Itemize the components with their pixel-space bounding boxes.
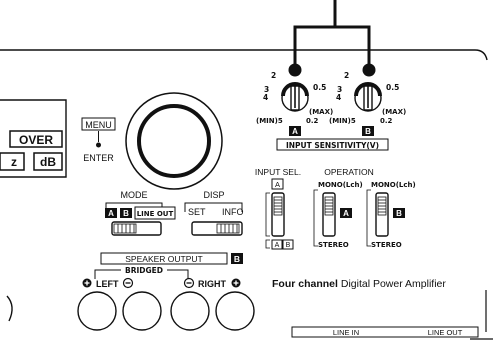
set-label: SET (188, 207, 206, 217)
callout-dot-a (288, 63, 302, 77)
operation-b-switch[interactable] (375, 192, 389, 237)
plus-icon-right (231, 278, 241, 288)
disp-bracket (184, 202, 243, 212)
line-labels-box (291, 326, 479, 338)
knob-a-scale-min: (MIN)5 (256, 117, 283, 125)
db-indicator (33, 152, 63, 171)
operation-b-bracket (366, 189, 371, 247)
operation-b-tag-box (393, 208, 405, 218)
mode-line-out-label: LINE OUT (137, 210, 174, 218)
input-sel-top: A (275, 180, 280, 189)
knob-b-scale-02: 0.2 (380, 117, 393, 125)
callout-bracket (293, 0, 371, 70)
input-sel-bracket-left (265, 192, 270, 237)
partial-connector (6, 295, 13, 322)
mode-tag-b-box (120, 208, 132, 218)
product-name: Four channel Digital Power Amplifier (272, 278, 446, 290)
bridged-label: BRIDGED (125, 266, 163, 275)
mode-slide-switch[interactable] (111, 221, 162, 236)
over-indicator (9, 130, 63, 148)
knob-b-scale-min: (MIN)5 (329, 117, 356, 125)
callout-dot-b (362, 63, 376, 77)
mode-label: MODE (121, 190, 148, 200)
mode-tag-b: B (123, 209, 129, 218)
jog-dial-inner-ring (137, 104, 211, 178)
right-label: RIGHT (198, 279, 227, 289)
line-in-label: LINE IN (333, 328, 359, 337)
menu-enter-led (96, 142, 101, 148)
operation-a-bracket (313, 189, 318, 247)
knob-b-scale-max: (MAX) (382, 108, 406, 116)
speaker-terminal-left-plus[interactable] (77, 291, 117, 331)
product-name-rest: Digital Power Amplifier (341, 278, 447, 290)
knob-a-scale-3: 3 (264, 85, 269, 94)
z-label: z (11, 155, 17, 169)
input-sel-bracket-bottom (265, 239, 270, 249)
display-frame (0, 99, 67, 178)
knob-b-tag-box (362, 126, 374, 136)
input-sel-bottom-b-box (282, 239, 294, 250)
input-sel-label: INPUT SEL. (255, 167, 301, 177)
mode-tag-a: A (108, 209, 114, 218)
input-sel-switch[interactable] (271, 192, 285, 237)
mode-line-out-box (134, 206, 176, 220)
knob-a-scale-02: 0.2 (306, 117, 319, 125)
menu-label: MENU (85, 120, 112, 130)
speaker-output-channel-box (231, 253, 243, 264)
operation-a-tag: A (343, 209, 349, 218)
sensitivity-title: INPUT SENSITIVITY(V) (286, 141, 379, 150)
speaker-terminal-left-minus[interactable] (122, 291, 162, 331)
knob-b-scale-05: 0.5 (386, 83, 399, 92)
operation-a-switch[interactable] (322, 192, 336, 237)
enter-label: ENTER (83, 153, 114, 163)
panel-outline (0, 49, 488, 61)
menu-label-box (81, 117, 116, 131)
over-label: OVER (19, 133, 53, 147)
sensitivity-knob-a[interactable] (281, 82, 309, 112)
input-sel-top-box (271, 178, 284, 190)
disp-slide-switch[interactable] (191, 221, 243, 236)
knob-b-scale-4: 4 (336, 93, 341, 102)
knob-b-scale-3: 3 (337, 85, 342, 94)
db-label: dB (40, 155, 56, 169)
info-label: INFO (222, 207, 244, 217)
left-label: LEFT (96, 279, 119, 289)
knob-a-scale-4: 4 (263, 93, 268, 102)
input-sel-bottom-a: A (275, 242, 280, 249)
disp-label: DISP (203, 190, 224, 200)
sensitivity-knob-b[interactable] (354, 82, 382, 112)
knob-b-tag: B (365, 127, 371, 136)
operation-b-mono: MONO(Lch) (371, 181, 416, 189)
product-name-bold: Four channel (272, 278, 338, 290)
operation-b-stereo: STEREO (371, 241, 402, 249)
operation-a-tag-box (340, 208, 352, 218)
knob-a-scale-max: (MAX) (309, 108, 333, 116)
operation-b-tag: B (396, 209, 402, 218)
knob-a-scale-2: 2 (271, 71, 276, 80)
plus-icon-left (82, 278, 92, 288)
operation-label: OPERATION (324, 167, 373, 177)
speaker-output-box (100, 252, 228, 265)
knob-a-tag: A (292, 127, 298, 136)
knob-a-scale-05: 0.5 (313, 83, 326, 92)
speaker-terminal-right-plus[interactable] (215, 291, 255, 331)
z-indicator (0, 152, 25, 171)
bridged-label-bg (121, 265, 167, 274)
knob-a-tag-box (289, 126, 301, 136)
input-sel-bottom-a-box (271, 239, 283, 250)
speaker-output-label: SPEAKER OUTPUT (125, 254, 202, 264)
minus-icon-left (122, 277, 134, 289)
operation-a-stereo: STEREO (318, 241, 349, 249)
input-sel-bottom-b: B (286, 242, 291, 249)
minus-icon-right (183, 277, 195, 289)
mode-tag-a-box (105, 208, 117, 218)
line-out-label: LINE OUT (428, 328, 463, 337)
knob-b-scale-2: 2 (344, 71, 349, 80)
speaker-output-channel: B (234, 254, 240, 264)
operation-a-mono: MONO(Lch) (318, 181, 363, 189)
speaker-terminal-right-minus[interactable] (170, 291, 210, 331)
sensitivity-title-box (276, 138, 389, 151)
